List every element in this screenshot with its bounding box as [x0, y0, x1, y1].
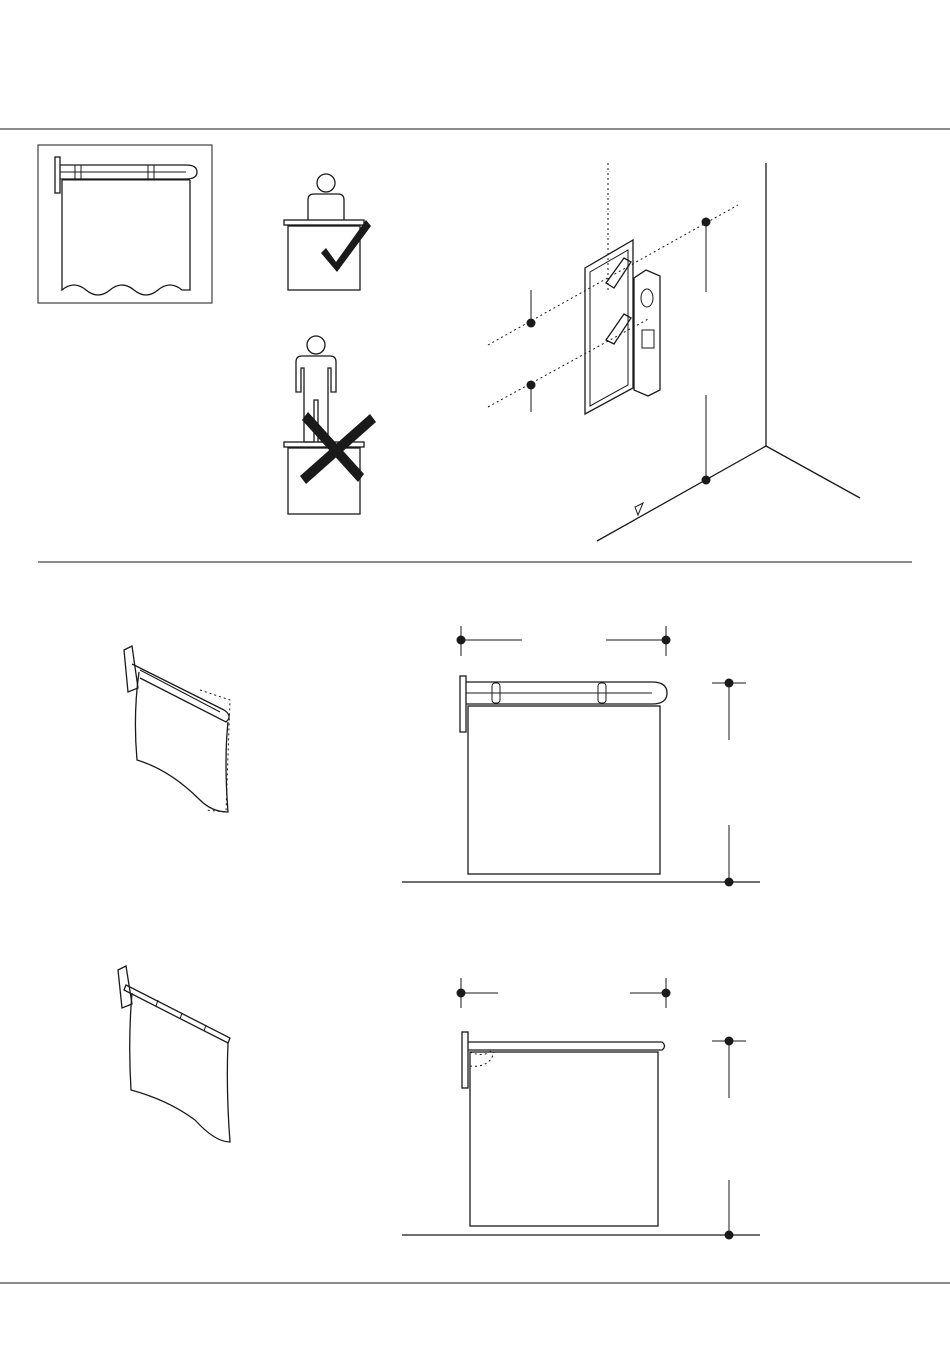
curtain [130, 993, 230, 1142]
incorrect-usage-standing [284, 336, 376, 514]
drill-bit [606, 314, 631, 344]
curtain [135, 672, 228, 812]
straight-rail-perspective [118, 966, 230, 1142]
straight-rail [124, 985, 230, 1043]
rail-ring [180, 1013, 182, 1019]
person-head [317, 174, 335, 192]
rail-inner [140, 670, 220, 712]
correct-usage-seated [284, 174, 371, 290]
wall-plate [124, 646, 138, 692]
triangle-marker-icon [635, 503, 643, 515]
swing-arc [470, 1052, 494, 1066]
rail [284, 220, 364, 225]
wall-plate [460, 676, 466, 732]
folding-rail [132, 664, 229, 722]
curtain [468, 706, 660, 874]
check-mark-icon [321, 220, 371, 272]
fold-up-rail-perspective [124, 646, 230, 812]
curtain [288, 226, 360, 290]
drill-bit [606, 258, 631, 288]
person-torso [308, 194, 344, 220]
wall-drilling-with-template [488, 163, 860, 541]
installed-curtain-overview [38, 145, 212, 303]
person-head [307, 336, 325, 354]
template-inner [590, 250, 628, 406]
fold-up-rail-dimensions [402, 626, 760, 887]
floor-edge-right [766, 446, 860, 498]
wall-plate [462, 1032, 468, 1088]
drill-line-upper [488, 205, 738, 345]
overview-frame [38, 145, 212, 303]
level-bubble [641, 289, 653, 307]
folded-position-outline [200, 690, 230, 812]
drill-line-lower [488, 318, 650, 407]
straight-rail [468, 1042, 665, 1050]
wall-plate [55, 157, 60, 193]
floor-edge-left [597, 446, 766, 541]
straight-rail-dimensions [402, 978, 760, 1240]
level-vial [642, 330, 654, 348]
curtain [470, 1052, 658, 1226]
curtain [62, 180, 190, 295]
